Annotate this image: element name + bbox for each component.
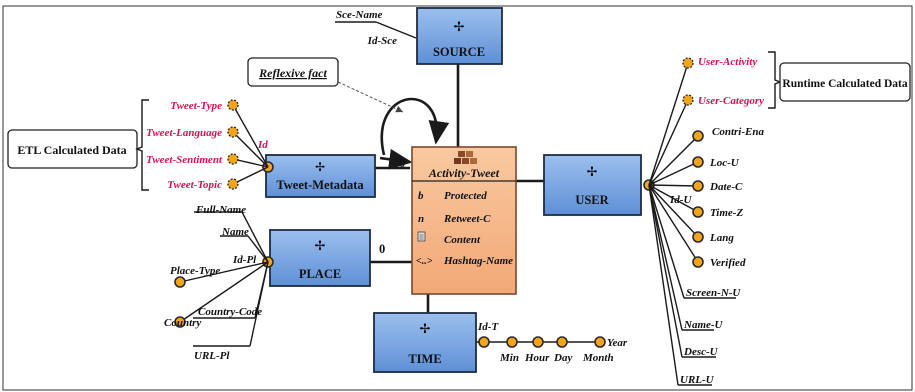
user-attr-desc-u: Desc-U: [683, 346, 719, 358]
reflexive-loop: [380, 97, 450, 156]
user-attr-url-u: URL-U: [680, 374, 715, 386]
etl-note-text: ETL Calculated Data: [17, 143, 126, 157]
dimension-icon: ✢: [454, 19, 465, 34]
place-attr-country-code: Country-Code: [198, 306, 262, 318]
place-attr-lines: [179, 211, 269, 347]
user-attr-lines: [648, 62, 736, 386]
measure-retweet-c: Retweet-C: [443, 213, 491, 225]
measure-prefix-hashtag: <..>: [416, 256, 433, 267]
reflexive-note-pointer: [337, 81, 404, 113]
dimension-tweet-metadata[interactable]: ✢ Tweet-Metadata: [265, 154, 376, 198]
time-id-attr: [478, 336, 490, 348]
place-attr-url-pl: URL-Pl: [194, 350, 230, 362]
tweet-sentiment-label: Tweet-Sentiment: [146, 154, 223, 166]
time-id: Id-T: [477, 321, 499, 333]
time-level-day: Day: [553, 352, 572, 364]
link-tweet-arrow: [379, 148, 413, 170]
measure-hashtag-name: Hashtag-Name: [443, 255, 513, 267]
fact-activity-tweet[interactable]: Activity-Tweet b Protected n Retweet-C C…: [411, 146, 517, 295]
user-attr-lang: Lang: [709, 232, 734, 244]
user-activity-attr: [682, 57, 694, 69]
time-z-attr: [692, 206, 704, 218]
tweet-topic-label: Tweet-Topic: [167, 179, 222, 191]
tweet-language-label: Tweet-Language: [146, 127, 222, 139]
runtime-note-text: Runtime Calculated Data: [782, 78, 907, 90]
measure-protected: Protected: [444, 190, 487, 202]
tweet-metadata-id: Id: [257, 139, 268, 151]
place-attr-full-name: Full-Name: [195, 204, 246, 216]
cardinality-reflexive: 0: [399, 156, 405, 170]
user-attr-time-z: Time-Z: [710, 207, 743, 219]
source-title: SOURCE: [433, 45, 485, 59]
time-level-month: Month: [582, 352, 614, 364]
user-category-attr: [682, 94, 694, 106]
loc-u-attr: [692, 156, 704, 168]
time-title: TIME: [408, 352, 441, 366]
dimension-icon: ✢: [587, 164, 598, 179]
reflexive-note-box: [247, 57, 339, 87]
place-id: Id-Pl: [232, 254, 257, 266]
date-c-attr: [692, 180, 704, 192]
contri-ena-attr: [692, 130, 704, 142]
time-hour-attr: [532, 336, 544, 348]
source-attr-line: [375, 21, 417, 39]
source-id: Id-Sce: [367, 35, 397, 47]
time-min-attr: [506, 336, 518, 348]
user-attr-name-u: Name-U: [683, 319, 724, 331]
tweet-sentiment-attr: [227, 153, 239, 165]
etl-bracket: [135, 99, 149, 191]
user-attr-contri-ena: Contri-Ena: [712, 126, 764, 138]
user-attr-verified: Verified: [710, 257, 746, 269]
place-attr-country: Country: [164, 317, 201, 329]
source-attr-sce-name: Sce-Name: [336, 9, 383, 21]
dimension-icon: ✢: [420, 321, 431, 336]
time-hierarchy: [476, 336, 606, 348]
dimension-icon: ✢: [315, 238, 326, 253]
dimension-icon: ✢: [315, 160, 325, 174]
fact-title: Activity-Tweet: [428, 166, 500, 180]
runtime-note-box: [779, 62, 911, 102]
measure-prefix-protected: b: [418, 190, 424, 202]
user-attr-user-activity: User-Activity: [698, 56, 757, 68]
country-attr: [174, 316, 186, 328]
user-attr-screen-n-u: Screen-N-U: [686, 287, 741, 299]
user-attr-date-c: Date-C: [709, 181, 743, 193]
measure-content: Content: [444, 234, 481, 246]
tweet-type-label: Tweet-Type: [170, 100, 222, 112]
time-level-year: Year: [607, 337, 628, 349]
place-title: PLACE: [299, 267, 341, 281]
lang-attr: [692, 231, 704, 243]
verified-attr: [692, 256, 704, 268]
cardinality-place: 0: [379, 242, 385, 256]
dimension-user[interactable]: ✢ USER: [543, 154, 642, 216]
document-icon: [417, 231, 426, 242]
time-day-attr: [556, 336, 568, 348]
dimension-place[interactable]: ✢ PLACE: [269, 229, 371, 287]
diagram-frame: [2, 5, 913, 391]
measure-prefix-retweet: n: [418, 213, 424, 225]
time-level-hour: Hour: [524, 352, 550, 364]
tweet-metadata-title: Tweet-Metadata: [276, 178, 364, 192]
user-attr-loc-u: Loc-U: [709, 157, 740, 169]
runtime-bracket: [768, 51, 782, 109]
tweet-language-attr: [227, 126, 239, 138]
tweet-metadata-attrs: [227, 99, 269, 190]
place-attr-name: Name: [221, 226, 249, 238]
place-type-attr: [174, 276, 186, 288]
user-title: USER: [575, 193, 609, 207]
user-id: Id-U: [669, 194, 692, 206]
user-attr-user-category: User-Category: [698, 95, 764, 107]
dimension-time[interactable]: ✢ TIME: [373, 312, 477, 373]
reflexive-note-text: Reflexive fact: [258, 66, 327, 80]
cube-icon: [454, 151, 477, 164]
time-month-attr: [594, 336, 606, 348]
place-attr-place-type: Place-Type: [170, 265, 220, 277]
dimension-source[interactable]: ✢ SOURCE: [416, 7, 503, 65]
tweet-type-attr: [227, 99, 239, 111]
time-level-min: Min: [499, 352, 519, 364]
tweet-topic-attr: [227, 178, 239, 190]
